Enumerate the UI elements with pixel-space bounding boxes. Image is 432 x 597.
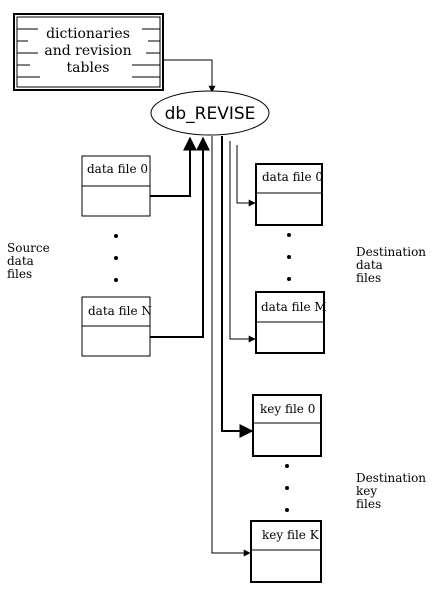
- dest-data-label-line3: files: [356, 271, 381, 285]
- dest-key-group-label: Destination key files: [356, 471, 426, 511]
- dest-data-group-label: Destination data files: [356, 245, 426, 285]
- dest-key-file-k-label: key file K: [262, 528, 320, 542]
- dest-key-label-line1: Destination: [356, 471, 426, 485]
- dest-key-label-line2: key: [356, 484, 377, 498]
- dest-data-file-m: data file M: [255, 291, 327, 354]
- arrow-revise-to-dest-data-0: [236, 145, 256, 207]
- dest-key-file-0: key file 0: [252, 394, 322, 457]
- source-label-line1: Source: [7, 241, 50, 255]
- db-revise-node: db_REVISE: [150, 90, 270, 136]
- dest-data-label-line1: Destination: [356, 245, 426, 259]
- dest-key-file-0-label: key file 0: [260, 402, 315, 416]
- source-label-line2: data: [7, 254, 34, 268]
- source-group-label: Source data files: [7, 241, 50, 281]
- dest-data-file-0: data file 0: [255, 163, 323, 226]
- arrow-revise-to-dest-data-m: [229, 141, 256, 343]
- dest-key-ellipsis: [285, 464, 289, 512]
- dest-data-file-0-label: data file 0: [262, 170, 323, 184]
- source-ellipsis: [114, 234, 118, 282]
- dictionaries-box-hatch: [17, 28, 160, 78]
- db-revise-label: db_REVISE: [165, 104, 256, 124]
- dest-data-file-m-label: data file M: [261, 300, 327, 314]
- source-data-file-0-label: data file 0: [87, 162, 148, 176]
- dictionaries-box-line3: tables: [67, 60, 110, 76]
- source-label-line3: files: [7, 267, 32, 281]
- arrow-source-0-to-revise: [150, 136, 197, 197]
- source-data-file-0: data file 0: [81, 155, 151, 217]
- arrow-revise-to-key-k: [211, 136, 251, 557]
- dictionaries-box-line2: and revision: [44, 43, 131, 59]
- arrow-dictionaries-to-revise: [163, 59, 216, 93]
- dictionaries-box-line1: dictionaries: [46, 26, 130, 42]
- dest-key-label-line3: files: [356, 497, 381, 511]
- source-data-file-n-label: data file N: [88, 304, 152, 318]
- dest-data-label-line2: data: [356, 258, 383, 272]
- dest-data-ellipsis: [287, 233, 291, 281]
- arrow-revise-to-key-0: [221, 136, 254, 438]
- dictionaries-box: dictionaries and revision tables: [13, 13, 164, 91]
- dest-key-file-k: key file K: [250, 520, 322, 583]
- arrow-source-n-to-revise: [150, 136, 210, 338]
- source-data-file-n: data file N: [81, 296, 152, 357]
